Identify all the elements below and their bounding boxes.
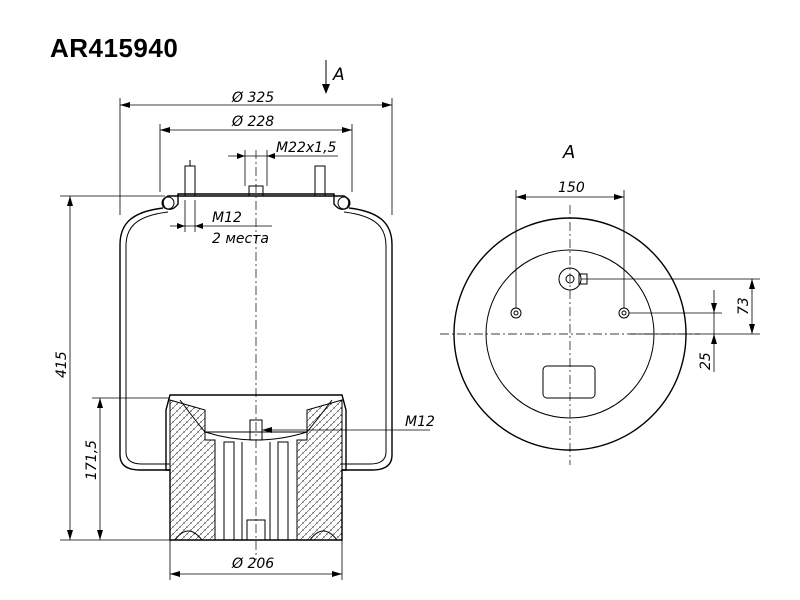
- dim-dia-top-inner: Ø 228: [231, 114, 274, 130]
- dim-thread-top: M22x1,5: [276, 140, 337, 156]
- dim-offset-port: 73: [736, 297, 752, 315]
- dimensions-side: Ø 325 Ø 228 M22x1,5 M12 2 места M12: [54, 90, 435, 580]
- dim-offset-stud: 25: [698, 352, 714, 370]
- dim-dia-bottom: Ø 206: [231, 556, 274, 572]
- dim-stud-spacing: 150: [558, 180, 585, 196]
- section-marker-label: A: [332, 65, 345, 85]
- dimensions-top: 150 73 25: [515, 180, 760, 372]
- part-number-title: AR415940: [50, 33, 179, 63]
- dim-height-total: 415: [54, 351, 70, 378]
- view-label: A: [562, 142, 575, 163]
- dim-dia-top-outer: Ø 325: [231, 90, 274, 106]
- dim-thread-bottom: M12: [405, 414, 435, 430]
- dim-height-piston: 171,5: [84, 440, 100, 480]
- dim-thread-stud: M12: [212, 210, 242, 226]
- section-marker: A: [322, 60, 345, 94]
- dim-stud-count: 2 места: [212, 231, 269, 247]
- side-view: [119, 150, 393, 560]
